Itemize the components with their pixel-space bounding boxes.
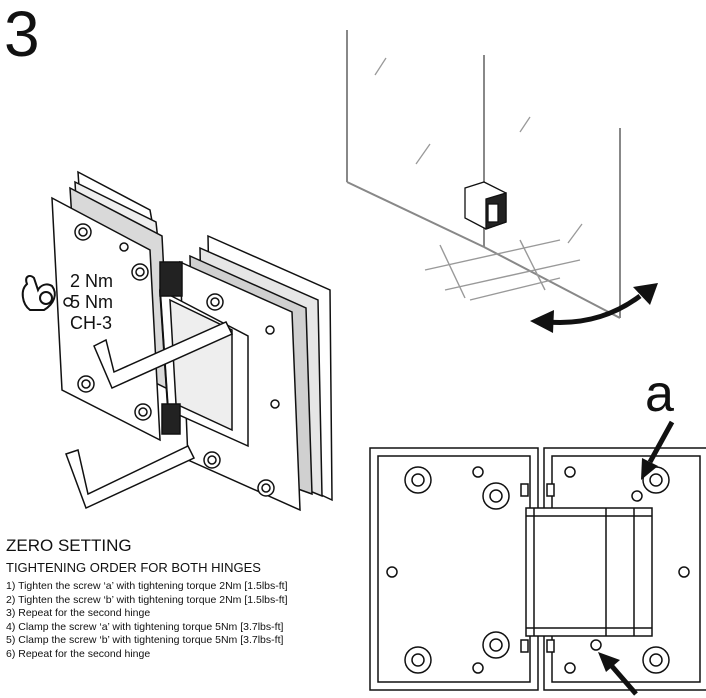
torque-low: 2 Nm: [70, 271, 114, 291]
rotation-arrow-icon: [530, 283, 658, 333]
step-item: 3) Repeat for the second hinge: [6, 607, 151, 620]
door-hinge-icon: [464, 181, 507, 230]
hand-icon: [21, 275, 56, 311]
section-title: ZERO SETTING: [6, 536, 132, 555]
step-number: 3: [4, 0, 40, 70]
step-item: 2) Tighten the screw ‘b’ with tightening…: [6, 593, 288, 606]
pointer-arrow-icon: [598, 652, 638, 696]
hex-key-size: CH-3: [70, 313, 113, 333]
steps-list: 1) Tighten the screw ‘a’ with tightening…: [6, 580, 406, 662]
torque-specs: 2 Nm 5 Nm CH-3: [70, 271, 113, 334]
door-diagram: [346, 30, 621, 319]
step-item: 1) Tighten the screw ‘a’ with tightening…: [6, 580, 288, 592]
hex-key-icon: [65, 321, 234, 510]
step-item: 4) Clamp the screw ‘a’ with tightening t…: [6, 620, 284, 633]
zero-setting-instructions: ZERO SETTING TIGHTENING ORDER FOR BOTH H…: [6, 536, 406, 662]
torque-high: 5 Nm: [70, 292, 114, 312]
step-item: 5) Clamp the screw ‘b’ with tightening t…: [6, 634, 284, 647]
screw-label-a: a: [645, 365, 674, 423]
hinge-front-view: [369, 447, 706, 691]
step-item: 6) Repeat for the second hinge: [6, 647, 151, 660]
pointer-arrow-icon: [641, 420, 675, 480]
section-subtitle: TIGHTENING ORDER FOR BOTH HINGES: [6, 560, 261, 575]
